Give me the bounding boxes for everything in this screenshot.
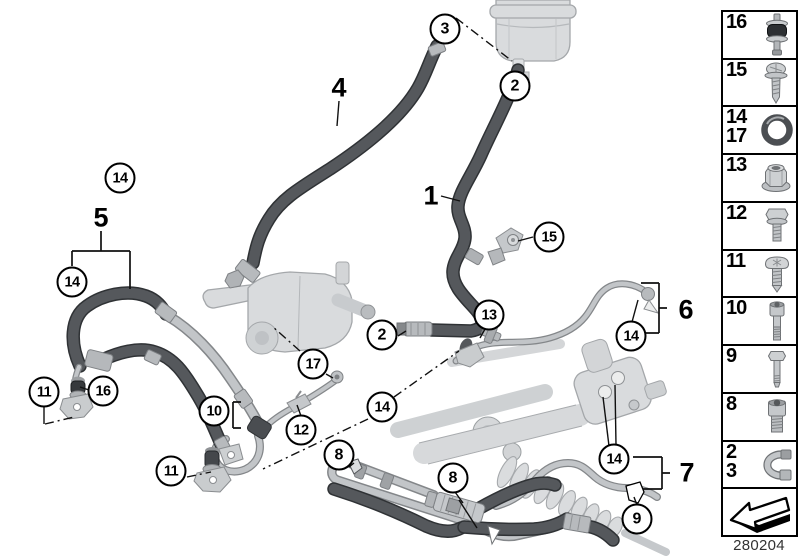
legend-number: 15 — [726, 59, 747, 81]
callout-14-rack[interactable]: 14 — [598, 443, 630, 475]
callout-16[interactable]: 16 — [87, 375, 119, 407]
callout-3[interactable]: 3 — [429, 13, 461, 45]
legend-item-14-17[interactable]: 14 17 — [723, 107, 796, 156]
hose-clamp-icon — [763, 449, 792, 481]
direction-arrow-icon — [729, 497, 790, 534]
legend-number: 17 — [726, 125, 747, 148]
callout-12[interactable]: 12 — [285, 414, 317, 446]
flange-nut-icon — [761, 164, 791, 193]
callout-8-right[interactable]: 8 — [437, 462, 469, 494]
legend-number: 2 — [726, 441, 737, 463]
suction-hose-1 — [425, 63, 525, 338]
diagram-code: 280204 — [733, 537, 785, 554]
callout-14-upper[interactable]: 14 — [104, 162, 136, 194]
legend-item-8[interactable]: 8 — [723, 394, 796, 442]
pressure-hose-5b — [95, 343, 228, 451]
legend-item-direction[interactable] — [723, 489, 796, 535]
legend-number: 14 — [726, 107, 747, 129]
callout-13[interactable]: 13 — [473, 299, 505, 331]
return-hose-4 — [246, 39, 444, 270]
callout-11-bottom[interactable]: 11 — [155, 455, 187, 487]
parts-legend: 16 15 14 17 13 — [721, 10, 798, 537]
o-ring-icon — [761, 114, 793, 147]
legend-item-12[interactable]: 12 — [723, 203, 796, 251]
washer-screw-icon — [764, 62, 788, 104]
callout-9[interactable]: 9 — [621, 503, 653, 535]
legend-item-16[interactable]: 16 — [723, 12, 796, 60]
legend-item-15[interactable]: 15 — [723, 60, 796, 108]
socket-bolt-long-icon — [769, 301, 785, 341]
legend-number: 10 — [726, 298, 747, 320]
hex-bolt-icon — [767, 351, 787, 388]
legend-item-11[interactable]: 11 — [723, 251, 796, 299]
legend-number: 13 — [726, 155, 747, 177]
callout-2-pump[interactable]: 2 — [366, 319, 398, 351]
legend-item-10[interactable]: 10 — [723, 298, 796, 347]
callout-10[interactable]: 10 — [198, 395, 230, 427]
suction-hose-5a — [66, 286, 173, 373]
legend-number: 16 — [726, 12, 747, 33]
pressure-pipe-segment — [162, 310, 263, 427]
tie-rod — [621, 529, 670, 556]
legend-item-2-3[interactable]: 2 3 — [723, 442, 796, 490]
label-5[interactable]: 5 — [93, 202, 109, 233]
power-steering-pump — [202, 261, 376, 355]
callout-14-mid[interactable]: 14 — [366, 391, 398, 423]
hose-coupling — [424, 490, 486, 524]
label-1[interactable]: 1 — [423, 180, 439, 211]
legend-number: 11 — [726, 250, 746, 272]
leader-lines — [43, 17, 670, 529]
label-7[interactable]: 7 — [679, 457, 695, 488]
callout-2-reservoir[interactable]: 2 — [499, 70, 531, 102]
callout-17[interactable]: 17 — [297, 348, 329, 380]
label-4[interactable]: 4 — [331, 72, 347, 103]
pipe-clip — [625, 481, 645, 504]
fluid-reservoir — [489, 0, 577, 81]
legend-item-9[interactable]: 9 — [723, 346, 796, 394]
callout-11-left[interactable]: 11 — [28, 376, 60, 408]
flange-bolt-icon — [765, 208, 789, 242]
pan-head-screw-icon — [764, 256, 790, 293]
legend-number: 12 — [726, 202, 747, 224]
callout-14-left[interactable]: 14 — [56, 266, 88, 298]
callout-8-left[interactable]: 8 — [323, 439, 355, 471]
callout-14-right[interactable]: 14 — [615, 320, 647, 352]
legend-item-13[interactable]: 13 — [723, 155, 796, 203]
callout-15[interactable]: 15 — [533, 221, 565, 253]
label-6[interactable]: 6 — [678, 294, 694, 325]
legend-number: 3 — [726, 459, 737, 482]
legend-number: 8 — [726, 393, 737, 415]
legend-number: 9 — [726, 346, 737, 368]
rubber-mount-icon — [766, 13, 788, 56]
socket-bolt-short-icon — [768, 399, 786, 433]
